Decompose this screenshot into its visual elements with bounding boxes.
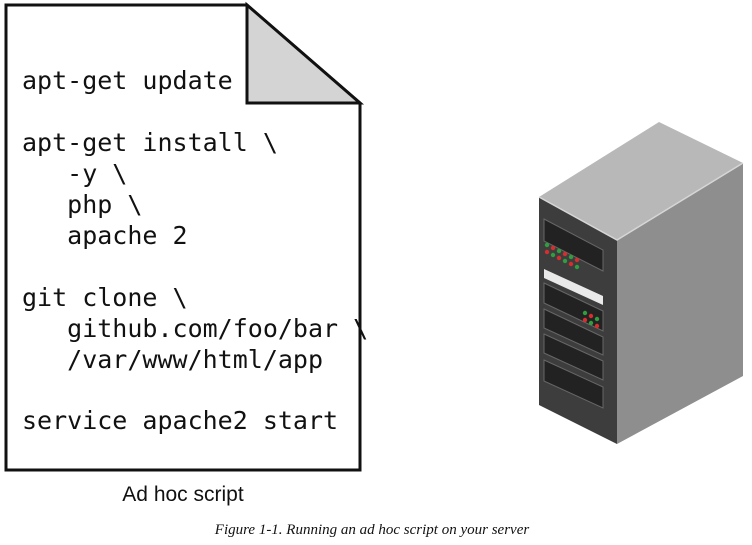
figure-caption: Figure 1-1. Running an ad hoc script on …	[214, 522, 530, 538]
server-bay	[543, 308, 604, 356]
led-green	[588, 320, 594, 326]
code-line: git clone \	[22, 283, 188, 312]
script-document: apt-get update apt-get install \ -y \ ph…	[4, 1, 368, 472]
led-red	[568, 261, 574, 267]
script-code: apt-get update apt-get install \ -y \ ph…	[22, 66, 368, 435]
code-line: php \	[22, 190, 142, 219]
code-line: -y \	[22, 159, 127, 188]
code-line: apt-get update	[22, 66, 233, 95]
server-bay	[543, 333, 604, 381]
document-page	[4, 3, 362, 472]
led-red	[556, 255, 562, 261]
document-label: Ad hoc script	[122, 483, 244, 506]
led-red	[588, 313, 594, 319]
server-bay	[543, 218, 604, 272]
led-green	[582, 310, 588, 316]
server-drive-strip	[544, 269, 603, 305]
led-red	[562, 251, 568, 257]
led-green	[574, 264, 580, 270]
server-rack-icon	[538, 122, 744, 444]
led-green	[544, 242, 550, 248]
led-red	[550, 245, 556, 251]
server-bay	[543, 282, 604, 332]
led-red	[594, 323, 600, 329]
server-bay	[543, 359, 604, 409]
code-line: apt-get install \	[22, 128, 278, 157]
led-red	[582, 317, 588, 323]
code-line: apache 2	[22, 221, 188, 250]
code-line: github.com/foo/bar \	[22, 314, 368, 343]
server-status-leds	[544, 242, 600, 329]
code-line: /var/www/html/app	[22, 345, 323, 374]
server-top-face	[539, 122, 743, 240]
server-edge-highlight	[538, 162, 744, 241]
led-green	[562, 258, 568, 264]
code-line: service apache2 start	[22, 406, 338, 435]
led-green	[594, 316, 600, 322]
led-red	[544, 249, 550, 255]
document-dog-ear	[245, 1, 365, 105]
led-green	[550, 252, 556, 258]
led-green	[568, 254, 574, 260]
server-side-face	[617, 163, 743, 444]
led-red	[574, 257, 580, 263]
led-green	[556, 248, 562, 254]
